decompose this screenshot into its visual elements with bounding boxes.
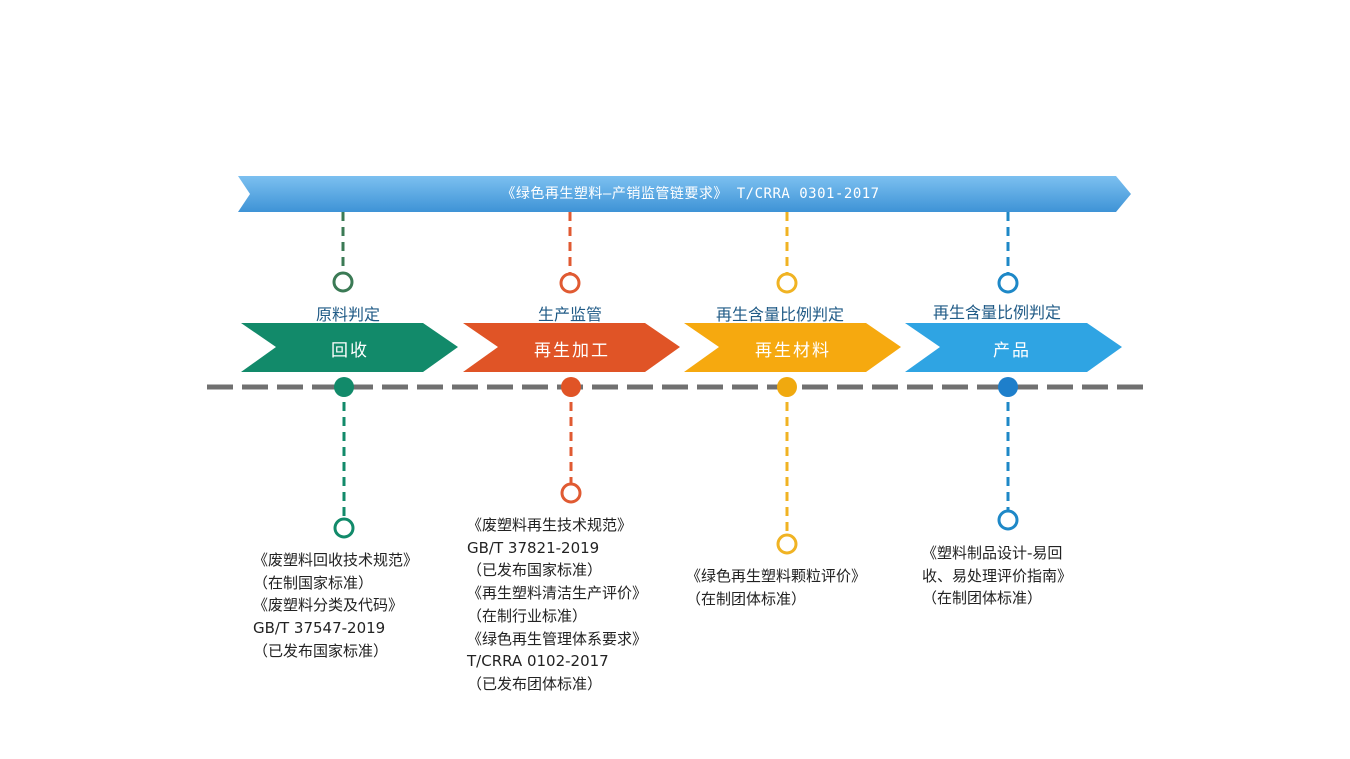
standard-line: （在制团体标准） [686, 589, 807, 608]
standard-line: 《绿色再生塑料颗粒评价》 [686, 567, 867, 585]
standard-line: 《废塑料回收技术规范》 [253, 551, 419, 569]
stage-label-product: 产品 [993, 341, 1031, 361]
standard-line: （已发布团体标准） [467, 674, 603, 693]
standard-line: GB/T 37547-2019 [253, 619, 386, 638]
stage-label-reprocess: 再生加工 [534, 341, 610, 361]
standards-list-3: 《绿色再生塑料颗粒评价》 （在制团体标准） [686, 565, 866, 610]
stage-chevron-recycle [241, 323, 458, 372]
timeline-dot-4 [998, 377, 1018, 397]
judgement-label-1: 原料判定 [315, 305, 380, 324]
judge-node-1 [332, 271, 354, 293]
standard-node-1 [333, 517, 355, 539]
banner-title: 《绿色再生塑料—产销监管链要求》 T/CRRA 0301-2017 [501, 186, 880, 202]
standard-line: 《再生塑料清洁生产评价》 [467, 584, 648, 603]
judge-node-3 [776, 272, 798, 294]
judge-node-4 [997, 272, 1019, 294]
standard-node-4 [997, 509, 1019, 531]
standard-line: （已发布国家标准） [467, 561, 603, 580]
standard-line: （在制国家标准） [253, 573, 374, 592]
standard-line: T/CRRA 0102-2017 [467, 652, 609, 671]
standard-line: （已发布国家标准） [253, 641, 389, 660]
stage-chevron-material [684, 323, 901, 372]
stage-label-material: 再生材料 [755, 341, 831, 361]
standard-node-3 [776, 533, 798, 555]
standards-list-4: 《塑料制品设计-易回 收、易处理评价指南》 （在制团体标准） [922, 542, 1072, 610]
judgement-label-4: 再生含量比例判定 [932, 303, 1061, 322]
judgement-label-3: 再生含量比例判定 [715, 305, 844, 324]
stage-chevron-product [905, 323, 1122, 372]
stage-chevron-reprocess [463, 323, 680, 372]
judge-node-2 [559, 272, 581, 294]
timeline-dot-1 [334, 377, 354, 397]
standard-line: 《废塑料再生技术规范》 [467, 516, 633, 534]
standard-line: 《塑料制品设计-易回 [922, 544, 1063, 562]
timeline-dot-2 [561, 377, 581, 397]
stage-label-recycle: 回收 [331, 341, 369, 361]
timeline-dot-3 [777, 377, 797, 397]
standard-line: 《废塑料分类及代码》 [253, 596, 404, 615]
standard-line: 《绿色再生管理体系要求》 [467, 629, 648, 648]
standard-line: （在制团体标准） [922, 589, 1043, 608]
standard-line: （在制行业标准） [467, 606, 588, 625]
judgement-label-2: 生产监管 [537, 305, 602, 324]
standards-list-1: 《废塑料回收技术规范》 （在制国家标准） 《废塑料分类及代码》 GB/T 375… [253, 549, 418, 663]
banner-arrow [238, 176, 1131, 212]
standard-line: GB/T 37821-2019 [467, 538, 600, 557]
standard-line: 收、易处理评价指南》 [922, 566, 1073, 585]
standard-node-2 [560, 482, 582, 504]
standards-list-2: 《废塑料再生技术规范》 GB/T 37821-2019 （已发布国家标准） 《再… [467, 514, 647, 696]
